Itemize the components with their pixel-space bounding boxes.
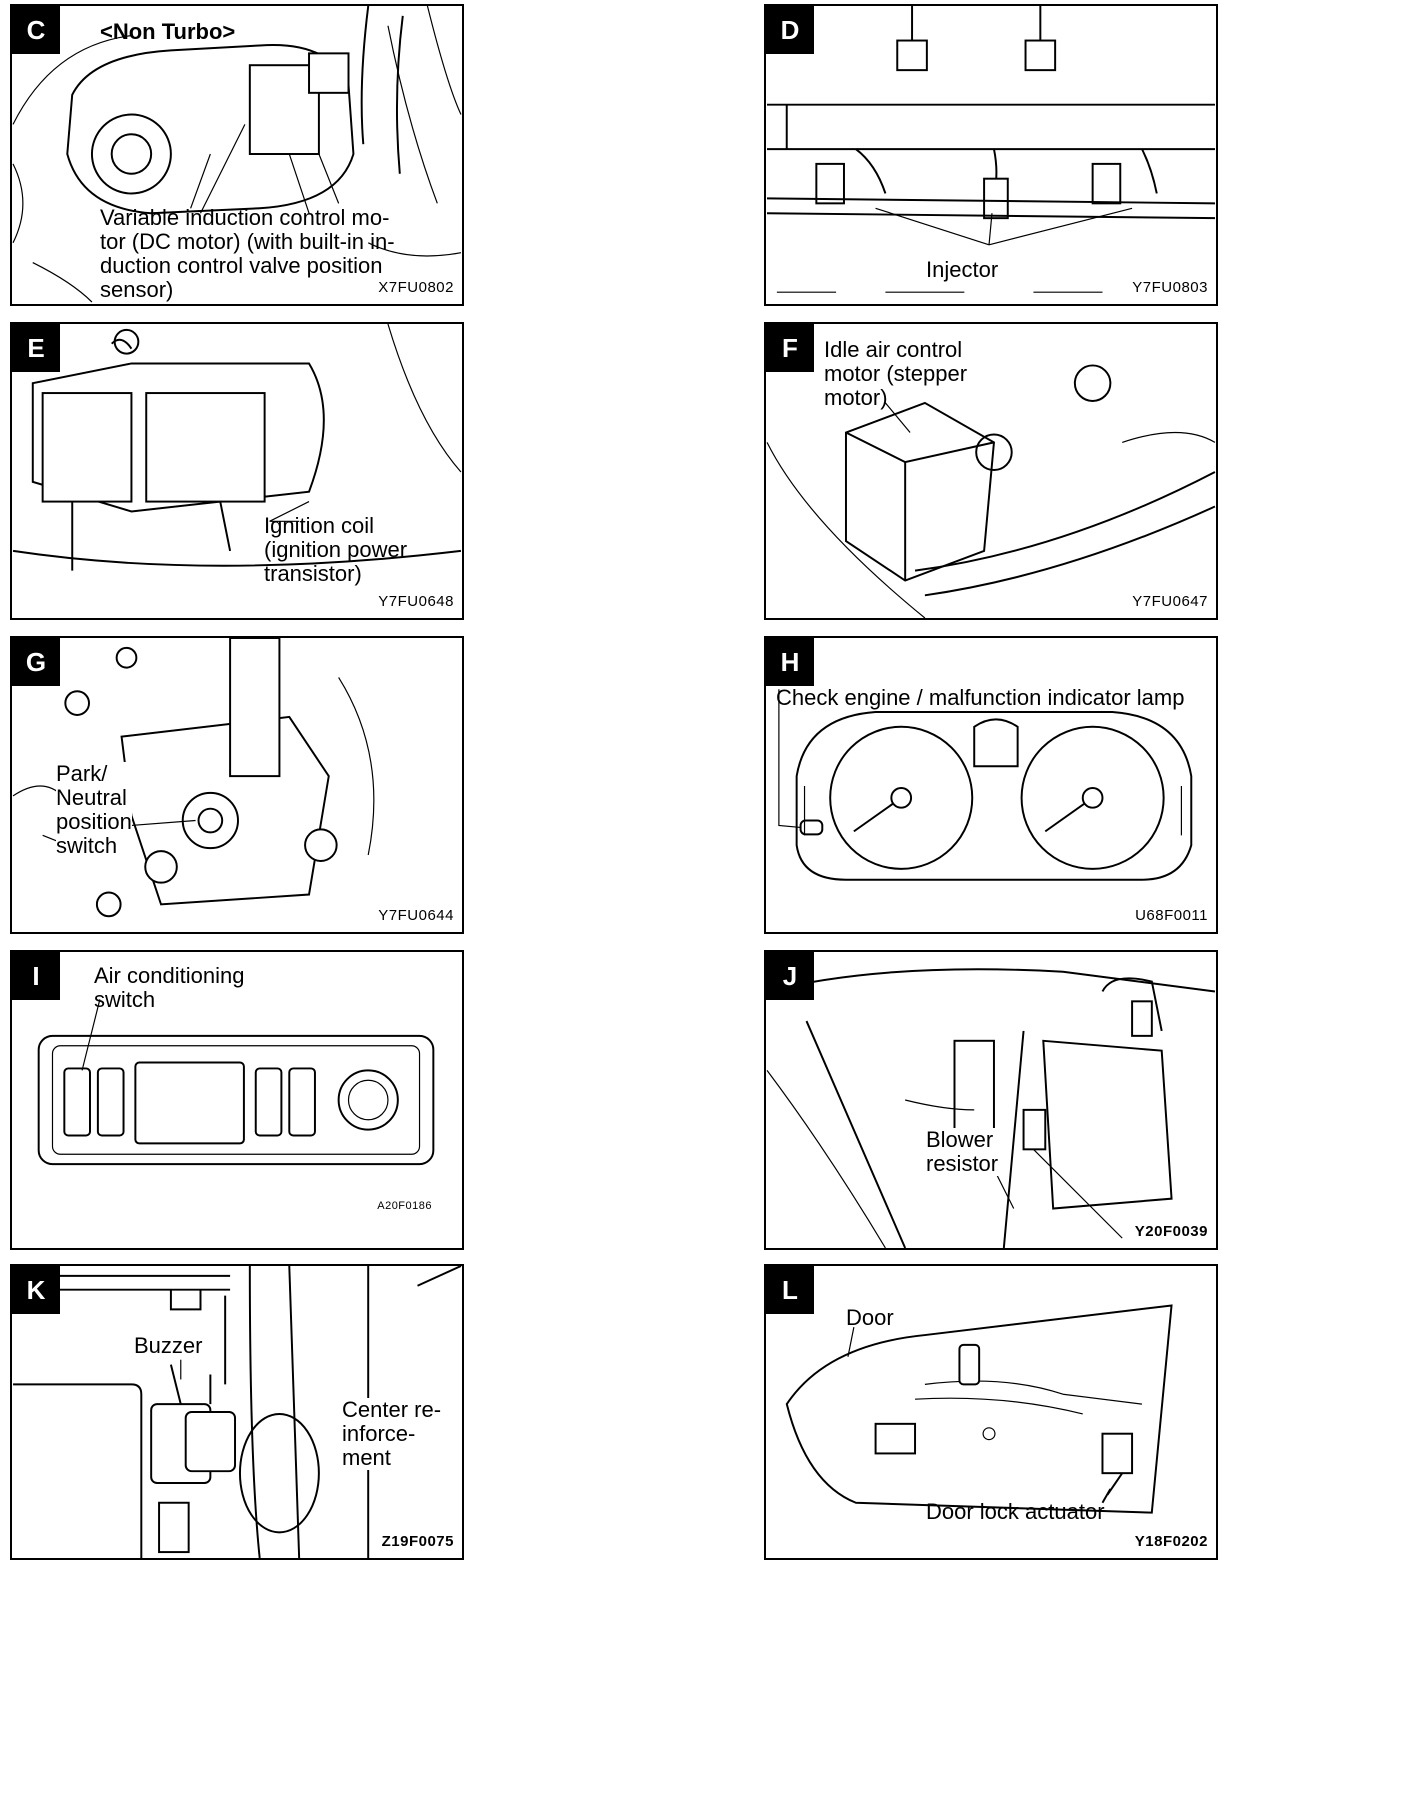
motor-illustration bbox=[12, 6, 462, 303]
panel-i-label: Air conditioning switch bbox=[94, 963, 245, 1012]
panel-j: J Blower resistor Y20F0039 bbox=[764, 950, 1218, 1250]
panel-l-label-door: Door bbox=[846, 1305, 894, 1330]
panel-j-label: Blower resistor bbox=[926, 1127, 999, 1176]
panel-c-letter: C bbox=[12, 6, 60, 54]
panel-k: K Buzzer Center re- inforce- ment Z19F00… bbox=[10, 1264, 464, 1560]
panel-i: I Air conditioning switch A20F0186 bbox=[10, 950, 464, 1250]
panel-g-label: Park/ Neutral position switch bbox=[56, 761, 132, 858]
panel-i-code: A20F0186 bbox=[377, 1200, 432, 1212]
ignition-coil-illustration bbox=[12, 324, 462, 571]
panel-c-subtitle: <Non Turbo> bbox=[100, 19, 236, 44]
injector-illustration bbox=[766, 6, 1216, 293]
panel-e-code: Y7FU0648 bbox=[378, 593, 454, 610]
panel-g-code: Y7FU0644 bbox=[378, 907, 454, 924]
instrument-cluster-illustration bbox=[778, 689, 1193, 881]
panel-k-code: Z19F0075 bbox=[381, 1533, 454, 1550]
panel-h-code: U68F0011 bbox=[1135, 907, 1208, 924]
panel-f-label: Idle air control motor (stepper motor) bbox=[824, 337, 968, 410]
panel-e: E Ignition coil (ignition power transist… bbox=[10, 322, 464, 620]
panel-k-label-center: Center re- inforce- ment bbox=[342, 1397, 442, 1470]
panel-f: F Idle air control motor (stepper motor)… bbox=[764, 322, 1218, 620]
panel-l-letter: L bbox=[766, 1266, 814, 1314]
panel-h: H Check engine / malfunction indicator l… bbox=[764, 636, 1218, 934]
panel-i-letter: I bbox=[12, 952, 60, 1000]
panel-e-letter: E bbox=[12, 324, 60, 372]
panel-c: C <Non Turbo> Variable induction control… bbox=[10, 4, 464, 306]
panel-c-code: X7FU0802 bbox=[378, 279, 454, 296]
panel-k-label-buzzer: Buzzer bbox=[134, 1333, 203, 1358]
panel-f-code: Y7FU0647 bbox=[1132, 593, 1208, 610]
panel-j-code: Y20F0039 bbox=[1134, 1223, 1208, 1240]
panel-l-code: Y18F0202 bbox=[1134, 1533, 1208, 1550]
panel-g-letter: G bbox=[12, 638, 60, 686]
blower-resistor-illustration bbox=[766, 968, 1216, 1248]
panel-f-letter: F bbox=[766, 324, 814, 372]
panel-d-label: Injector bbox=[926, 257, 999, 282]
panel-d-code: Y7FU0803 bbox=[1132, 279, 1208, 296]
panel-l: L Door Door lock actuator Y18F0202 bbox=[764, 1264, 1218, 1560]
panel-h-label: Check engine / malfunction indicator lam… bbox=[776, 685, 1185, 710]
idle-air-motor-illustration bbox=[766, 364, 1216, 618]
ac-control-panel-illustration bbox=[37, 999, 435, 1166]
panel-e-label: Ignition coil (ignition power transistor… bbox=[264, 513, 408, 586]
buzzer-illustration bbox=[13, 1266, 462, 1558]
panel-j-letter: J bbox=[766, 952, 814, 1000]
panel-h-letter: H bbox=[766, 638, 814, 686]
panel-k-letter: K bbox=[12, 1266, 60, 1314]
panel-c-label: Variable induction control mo- tor (DC m… bbox=[100, 205, 395, 302]
panel-d-letter: D bbox=[766, 6, 814, 54]
panel-d: D Injector Y7FU0803 bbox=[764, 4, 1218, 306]
panel-g: G Park/ Neutral position switch Y7FU0644 bbox=[10, 636, 464, 934]
panel-l-label-actuator: Door lock actuator bbox=[926, 1499, 1105, 1524]
neutral-switch-illustration bbox=[12, 638, 375, 918]
door-lock-illustration bbox=[785, 1304, 1173, 1514]
